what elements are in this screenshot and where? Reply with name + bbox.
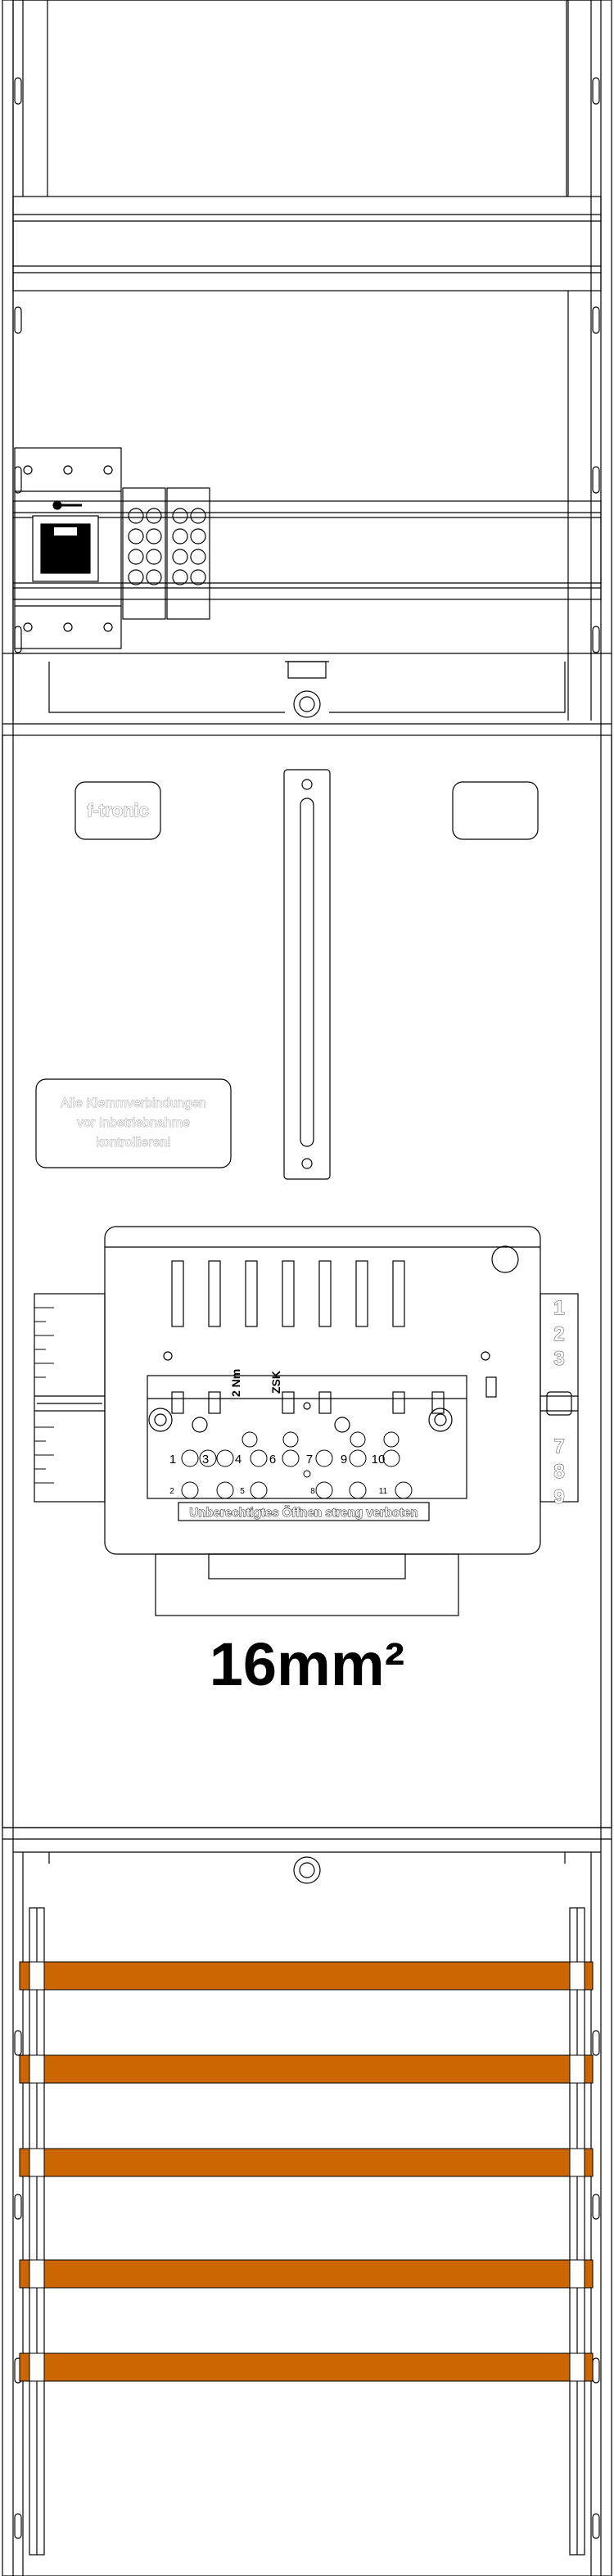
din-rail-lower [12, 500, 602, 600]
zsk-label: ZSK [269, 1371, 282, 1394]
seal-slot [283, 769, 331, 1180]
scale-right-labels: 1 2 3 7 8 9 [553, 1297, 565, 1509]
busbar-rail-clamp [569, 2259, 585, 2289]
busbar-group [19, 1961, 594, 2382]
warning-text: Unberechtigtes Öffnen streng verboten [189, 1506, 418, 1520]
cross-section-label: 16mm² [210, 1630, 405, 1698]
terminal-number: 4 [235, 1453, 242, 1467]
busbar-rail-clamp [29, 2259, 45, 2289]
notice-line-2: vor Inbetriebnahme [77, 1116, 190, 1130]
scale-number: 3 [553, 1348, 564, 1370]
terminal-number: 9 [341, 1453, 347, 1467]
upper-cover-strip [2, 653, 612, 725]
busbar [19, 2054, 594, 2084]
busbar-rail-clamp [569, 2148, 585, 2177]
brand-plate [74, 781, 161, 840]
notice-line-3: kontrollieren! [96, 1136, 171, 1150]
torque-label: 2 Nm [229, 1369, 242, 1397]
terminal-number: 1 [169, 1453, 176, 1467]
scale-number: 7 [553, 1435, 564, 1457]
busbar [19, 1961, 594, 1991]
scale-number: 2 [553, 1323, 564, 1345]
left-side-rail [12, 0, 24, 721]
terminal-number: 6 [269, 1453, 276, 1467]
aux-terminal-number: 5 [240, 1487, 245, 1496]
neutral-terminal-block [122, 487, 166, 620]
din-rail-upper [12, 196, 602, 291]
busbar-rail-clamp [29, 2352, 45, 2382]
busbar-rail-clamp [29, 1961, 45, 1991]
busbar-rail-clamp [569, 2054, 585, 2084]
brand-logo-text: f-tronic [87, 800, 149, 820]
scale-number: 1 [553, 1297, 564, 1319]
busbar-rail-clamp [29, 2148, 45, 2177]
notice-line-1: Alle Klemmverbindungen [61, 1096, 206, 1110]
notice-plate [35, 1078, 232, 1168]
terminal-labels: 1 3 4 6 7 9 10 2 5 8 11 [169, 1453, 388, 1496]
lower-right-rail [569, 1852, 600, 2576]
lower-cover-strip [2, 1827, 612, 1884]
blank-label-plate [452, 781, 539, 840]
busbar [19, 2259, 594, 2289]
lower-left-rail [14, 1852, 45, 2576]
top-mounting-area [13, 0, 601, 197]
busbar-rail-clamp [569, 1961, 585, 1991]
busbar-rail-clamp [29, 2054, 45, 2084]
meter-base [34, 1226, 579, 1616]
terminal-number: 7 [306, 1453, 313, 1467]
busbar [19, 2148, 594, 2177]
aux-terminal-number: 11 [379, 1487, 388, 1496]
busbar [19, 2352, 594, 2382]
main-switch-device[interactable] [14, 447, 122, 649]
terminal-number: 10 [372, 1453, 386, 1467]
terminal-number: 3 [202, 1453, 209, 1467]
scale-number: 8 [553, 1461, 564, 1483]
busbar-rail-clamp [569, 2352, 585, 2382]
pe-terminal-block [166, 487, 210, 620]
aux-terminal-number: 8 [310, 1487, 315, 1496]
right-side-rail [567, 0, 600, 721]
scale-number: 9 [553, 1486, 564, 1508]
aux-terminal-number: 2 [169, 1487, 174, 1496]
